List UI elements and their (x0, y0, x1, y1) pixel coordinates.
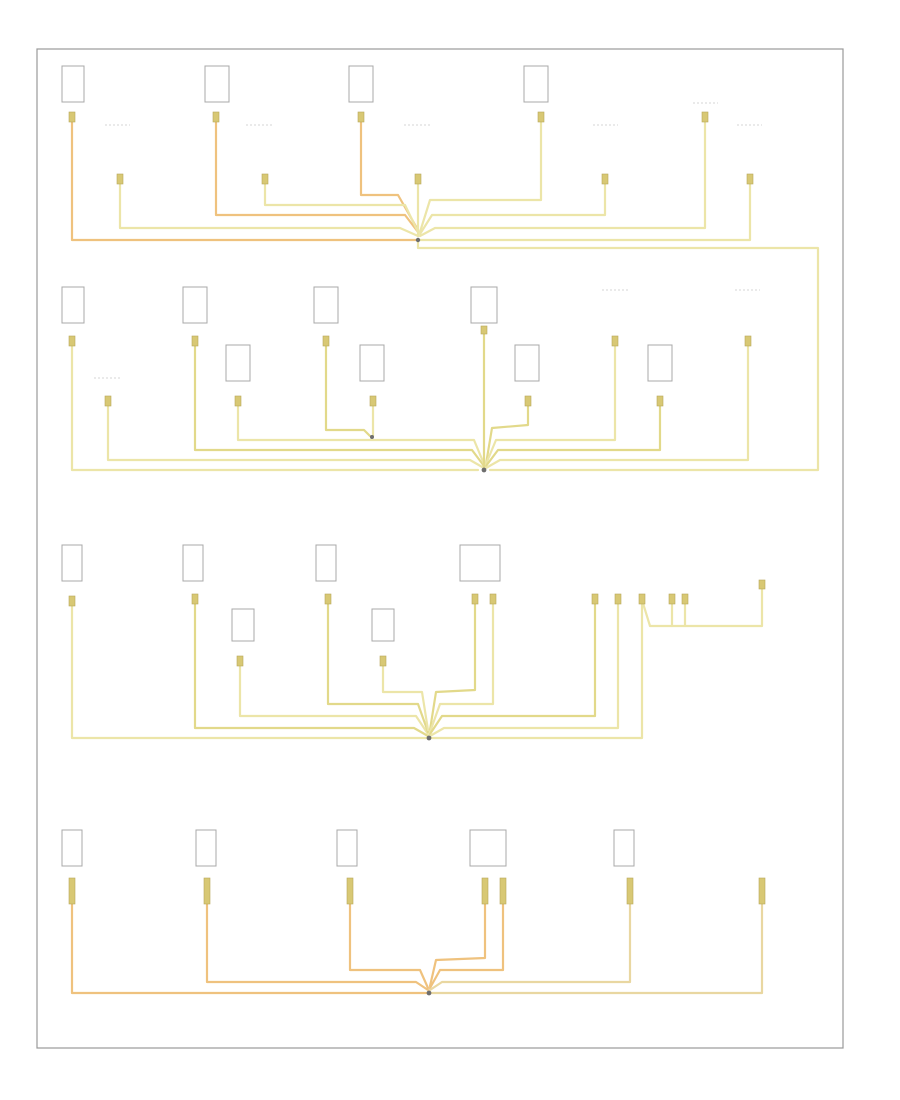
wire (326, 598, 430, 734)
component-box (523, 65, 549, 103)
section-row-3 (61, 544, 766, 741)
wire (428, 878, 764, 995)
section-row-1: ​ (61, 65, 820, 472)
component-box (231, 608, 255, 642)
component-box (195, 829, 217, 867)
wire (428, 878, 632, 992)
wire (428, 598, 597, 736)
wire (484, 338, 750, 470)
wire (428, 598, 477, 732)
wire (418, 178, 607, 236)
wire (428, 598, 620, 738)
terminal (68, 579, 766, 667)
wire (106, 398, 486, 470)
wire (428, 598, 495, 734)
component-box (348, 65, 374, 103)
section-row-2 (61, 286, 760, 473)
component-box (469, 829, 507, 867)
splice-point (370, 435, 374, 439)
splice-point (415, 237, 421, 243)
terminal (68, 325, 752, 407)
wire (70, 338, 480, 472)
component-box (61, 544, 83, 582)
wire (428, 878, 487, 988)
wire (428, 878, 505, 990)
component-box (613, 829, 635, 867)
wire (416, 238, 820, 472)
section-row-4 (61, 829, 766, 996)
wire (236, 398, 486, 466)
wire (324, 338, 372, 438)
wire (70, 116, 420, 242)
component-box (313, 286, 339, 324)
wire (428, 598, 644, 740)
wire (205, 878, 430, 992)
wire (484, 398, 662, 468)
component-box (514, 344, 540, 382)
wire (484, 338, 617, 466)
wire (70, 878, 430, 995)
diagram-border (36, 48, 844, 1049)
terminal (68, 877, 766, 905)
wire (193, 338, 486, 468)
wire (118, 178, 420, 238)
ground-point (481, 467, 487, 473)
component-box (459, 544, 501, 582)
component-box (225, 344, 251, 382)
component-box (61, 829, 83, 867)
component-box (336, 829, 358, 867)
ground-point (426, 990, 432, 996)
component-box (182, 544, 204, 582)
wire (418, 178, 752, 242)
wire (683, 583, 764, 628)
component-box (182, 286, 208, 324)
wire (418, 116, 543, 234)
component-box (371, 608, 395, 642)
terminal (68, 111, 754, 185)
wire (381, 658, 430, 732)
wire (193, 598, 430, 738)
component-box (359, 344, 385, 382)
ground-point (426, 735, 432, 741)
component-box (647, 344, 673, 382)
wire (418, 116, 707, 238)
component-box (204, 65, 230, 103)
component-box: ​ (61, 65, 85, 103)
component-box (61, 286, 85, 324)
wire (214, 116, 420, 234)
wire (348, 878, 430, 990)
wire (263, 178, 420, 234)
wire (484, 398, 530, 466)
wire (70, 598, 430, 740)
wire (238, 658, 430, 736)
wire (640, 598, 687, 628)
component-box (315, 544, 337, 582)
component-box (470, 286, 498, 324)
